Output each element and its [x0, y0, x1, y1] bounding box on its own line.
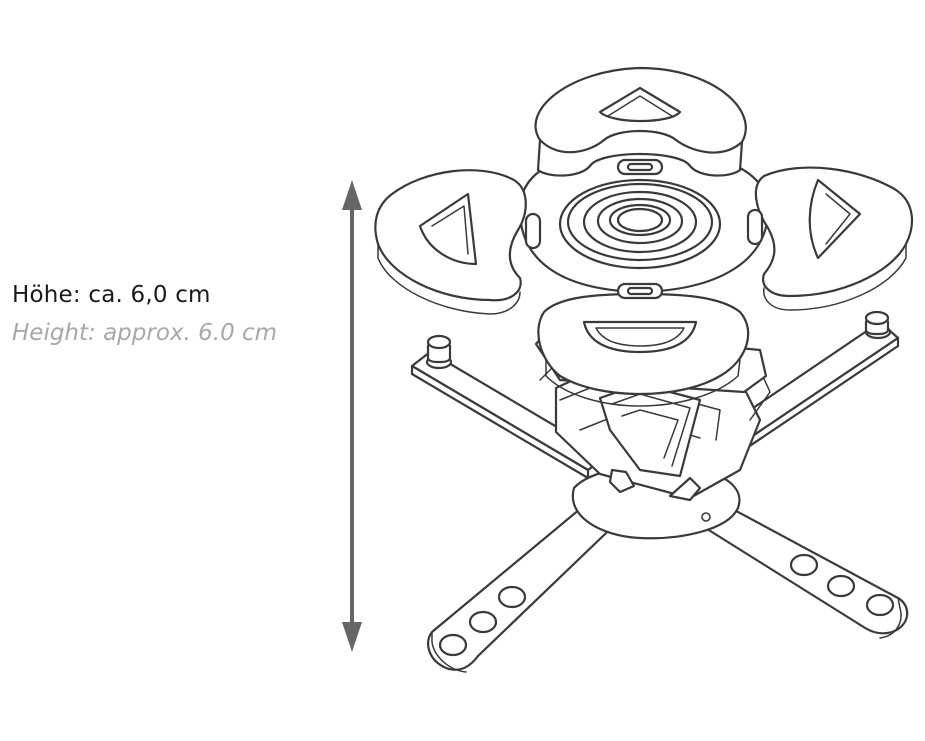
height-label-english: Height: approx. 6.0 cm — [12, 320, 278, 346]
clover-lobe-right — [754, 166, 913, 311]
hub-slot-left — [524, 212, 542, 250]
hub-rings — [558, 178, 722, 270]
clover-lobe-left — [374, 169, 527, 315]
arrow-head-top — [342, 180, 362, 210]
arrow-head-bottom — [342, 622, 362, 652]
bracket-arm-front-left — [427, 492, 630, 673]
bracket-arm-front-right — [678, 496, 909, 639]
clover-head — [374, 66, 913, 407]
clover-lobe-bottom — [537, 292, 750, 407]
clover-lobe-top — [534, 66, 747, 177]
height-label-german: Höhe: ca. 6,0 cm — [12, 282, 211, 308]
height-dimension-arrow — [342, 180, 362, 652]
bracket-arm-back-left — [410, 334, 608, 480]
hub-slot-right — [746, 208, 764, 246]
